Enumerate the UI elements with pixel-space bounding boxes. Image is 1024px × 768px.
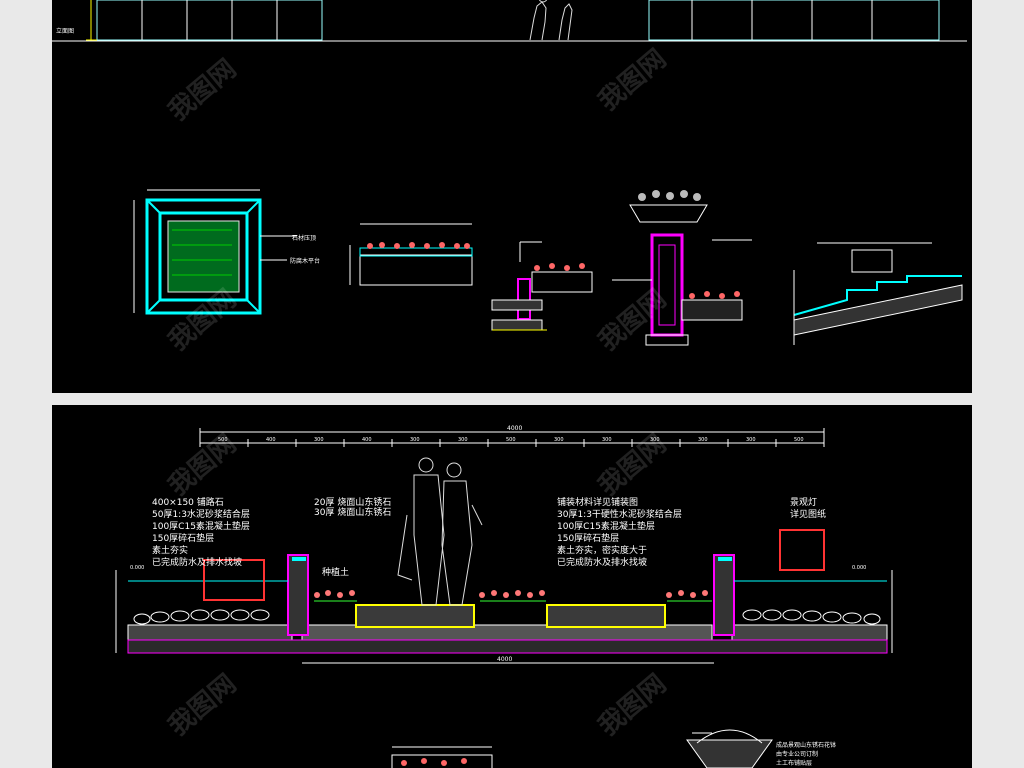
center-notes: 20厚 烧面山东锈石 30厚 烧面山东锈石 种植土 bbox=[314, 496, 391, 578]
soil-note: 种植土 bbox=[322, 566, 349, 578]
plan-label-coping: 石材压顶 bbox=[292, 234, 316, 242]
note-center-1: 30厚 烧面山东锈石 bbox=[314, 506, 391, 518]
dim-label: 300 bbox=[650, 437, 660, 443]
note-right-5: 已完成防水及排水找坡 bbox=[557, 556, 647, 568]
corner-text: 立面图 bbox=[56, 27, 74, 35]
note-left-5: 已完成防水及排水找坡 bbox=[152, 556, 242, 568]
dim-label: 300 bbox=[314, 437, 324, 443]
note-left-2: 100厚C15素混凝土垫层 bbox=[152, 520, 250, 532]
note-left-1: 50厚1:3水泥砂浆结合层 bbox=[152, 508, 250, 520]
plan-label-deck: 防腐木平台 bbox=[290, 257, 320, 265]
dim-label: 400 bbox=[362, 437, 372, 443]
right-notes: 铺装材料详见铺装图 30厚1:3干硬性水泥砂浆结合层 100厚C15素混凝土垫层… bbox=[557, 496, 826, 568]
dim-label: 500 bbox=[506, 437, 516, 443]
note-left-3: 150厚碎石垫层 bbox=[152, 532, 214, 544]
drawing-sheet-top: 立面图 石材压顶 防腐木平台 bbox=[52, 0, 972, 393]
dimension-top: 4000 bbox=[199, 425, 825, 447]
note-right-1: 30厚1:3干硬性水泥砂浆结合层 bbox=[557, 508, 682, 520]
drawing-sheet-bottom: 4000 500 400 300 400 300 300 500 300 300 300 300 30… bbox=[52, 405, 972, 768]
note-right-4: 素土夯实，密实度大于 bbox=[557, 544, 647, 556]
elevation-strip: 立面图 bbox=[52, 0, 967, 42]
bottom-details bbox=[391, 729, 773, 768]
bottom-dim: 4000 bbox=[497, 656, 512, 663]
note-left-4: 素土夯实 bbox=[152, 544, 188, 556]
bottom-sheet-drawing: 4000 500 400 300 400 300 300 500 300 300 300 300 30… bbox=[115, 425, 893, 768]
dim-label: 500 bbox=[794, 437, 804, 443]
dim-ticks: 500 400 300 400 300 300 500 300 300 300 300 300 500 bbox=[199, 437, 825, 447]
planter-plan: 石材压顶 防腐木平台 bbox=[133, 189, 320, 315]
level-right: 0.000 bbox=[852, 565, 866, 571]
top-sheet-drawing: 立面图 石材压顶 防腐木平台 bbox=[52, 0, 967, 346]
level-left: 0.000 bbox=[130, 565, 144, 571]
dim-label: 300 bbox=[410, 437, 420, 443]
note-br-2: 土工布铺贴层 bbox=[776, 759, 812, 767]
dim-label: 400 bbox=[266, 437, 276, 443]
bottom-right-notes: 成品景观山东锈石花钵 由专业公司订制 土工布铺贴层 bbox=[776, 741, 836, 767]
dim-label: 300 bbox=[458, 437, 468, 443]
planter-section-c bbox=[612, 190, 752, 346]
dim-label: 300 bbox=[554, 437, 564, 443]
dim-label: 300 bbox=[698, 437, 708, 443]
note-right-0: 铺装材料详见铺装图 bbox=[557, 496, 638, 508]
left-notes: 400×150 铺路石 50厚1:3水泥砂浆结合层 100厚C15素混凝土垫层 … bbox=[152, 496, 250, 568]
planter-section-a bbox=[349, 223, 473, 286]
note-right-2: 100厚C15素混凝土垫层 bbox=[557, 520, 655, 532]
note-center-0: 20厚 烧面山东锈石 bbox=[314, 496, 391, 508]
planter-section-b bbox=[491, 241, 593, 331]
note-topright-1: 详见图纸 bbox=[790, 508, 826, 520]
note-left-0: 400×150 铺路石 bbox=[152, 496, 224, 508]
steps-section bbox=[793, 242, 963, 345]
dim-label: 500 bbox=[218, 437, 228, 443]
overall-dim: 4000 bbox=[507, 425, 522, 432]
dim-label: 300 bbox=[602, 437, 612, 443]
note-right-3: 150厚碎石垫层 bbox=[557, 532, 619, 544]
people-figure bbox=[397, 457, 483, 606]
note-br-0: 成品景观山东锈石花钵 bbox=[776, 741, 836, 749]
note-topright-0: 景观灯 bbox=[790, 497, 817, 508]
section-body: 4000 bbox=[115, 457, 893, 664]
note-br-1: 由专业公司订制 bbox=[776, 750, 818, 758]
dim-label: 300 bbox=[746, 437, 756, 443]
